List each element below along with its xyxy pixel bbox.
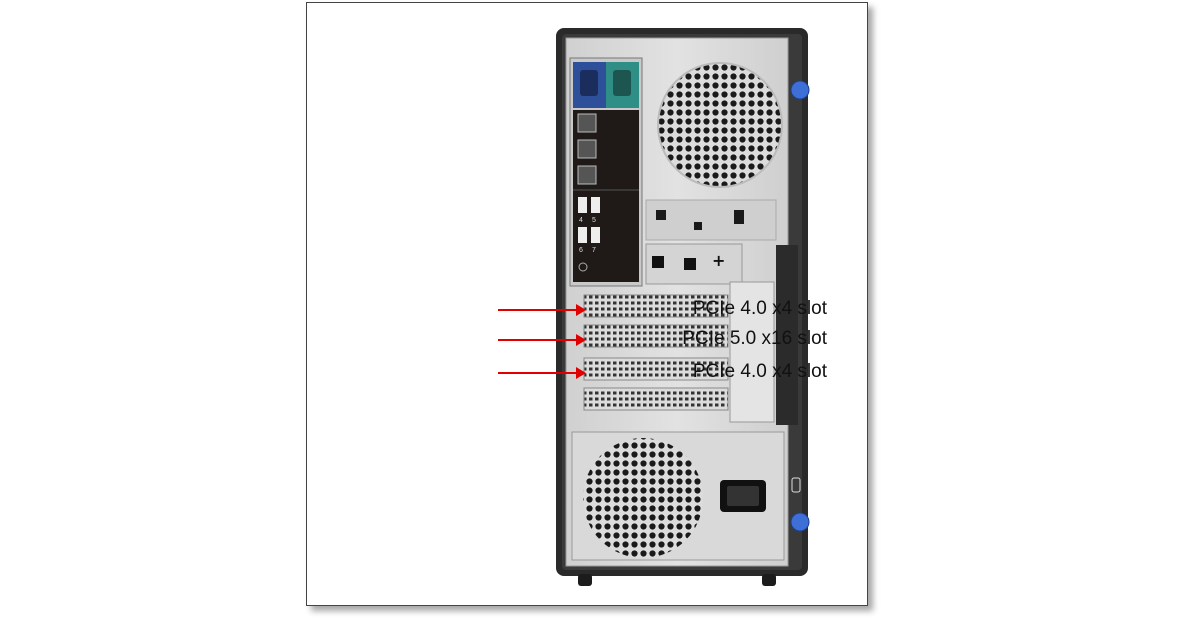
pcie-slot-bracket [583, 387, 729, 411]
usb-number: 6 [579, 247, 583, 254]
callout-label-slot-3: PCIe 4.0 x4 slot [692, 361, 827, 382]
svg-text:+: + [712, 251, 725, 270]
callout-label-slot-2: PCIe 5.0 x16 slot [682, 328, 827, 349]
io-panel: 4 5 6 7 [569, 57, 643, 287]
fan-grille [658, 63, 782, 187]
usb-port [578, 197, 587, 213]
thumbscrew [790, 80, 810, 100]
ethernet-port [577, 113, 597, 133]
usb-number: 7 [592, 247, 596, 254]
psu-fan-grille [583, 438, 703, 558]
callout-arrow-slot-2 [498, 334, 586, 346]
thumbscrew [790, 512, 810, 532]
pcie-slots [583, 294, 729, 411]
usb-number: 5 [592, 217, 596, 224]
callout-label-slot-1: PCIe 4.0 x4 slot [692, 298, 827, 319]
callout-arrow-slot-3 [498, 367, 586, 379]
callout-arrow-slot-1 [498, 304, 586, 316]
usb-number: 4 [579, 217, 583, 224]
